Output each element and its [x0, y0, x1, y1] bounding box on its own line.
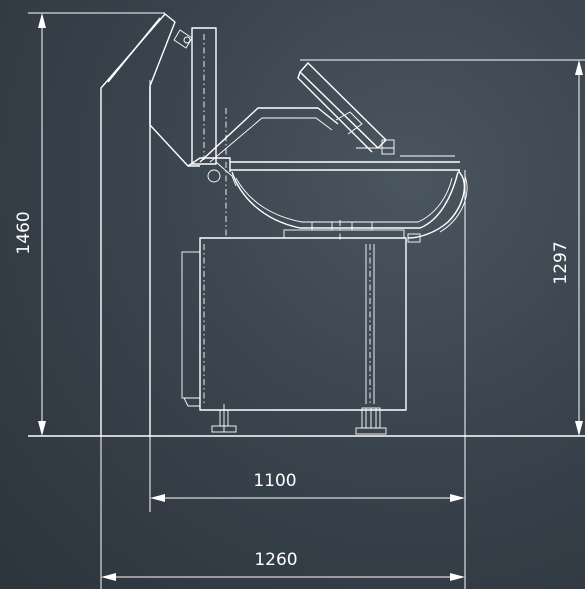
- bowl-lid: [297, 62, 395, 155]
- extension-lines: [28, 12, 585, 589]
- label-overall-depth: 1260: [254, 550, 297, 570]
- rear-column: [100, 13, 217, 436]
- bowl-hood: [187, 107, 339, 238]
- bowl: [230, 155, 468, 239]
- label-body-depth: 1100: [253, 471, 296, 491]
- dimension-body-depth: 1100: [150, 471, 465, 502]
- dimension-overall-depth: 1260: [101, 550, 465, 581]
- dimension-overall-height: 1460: [14, 13, 46, 436]
- dimension-bowl-height: 1297: [551, 60, 583, 436]
- machine-body: [181, 237, 407, 411]
- label-bowl-height: 1297: [551, 241, 571, 284]
- label-overall-height: 1460: [14, 211, 34, 254]
- leveling-feet: [211, 404, 387, 435]
